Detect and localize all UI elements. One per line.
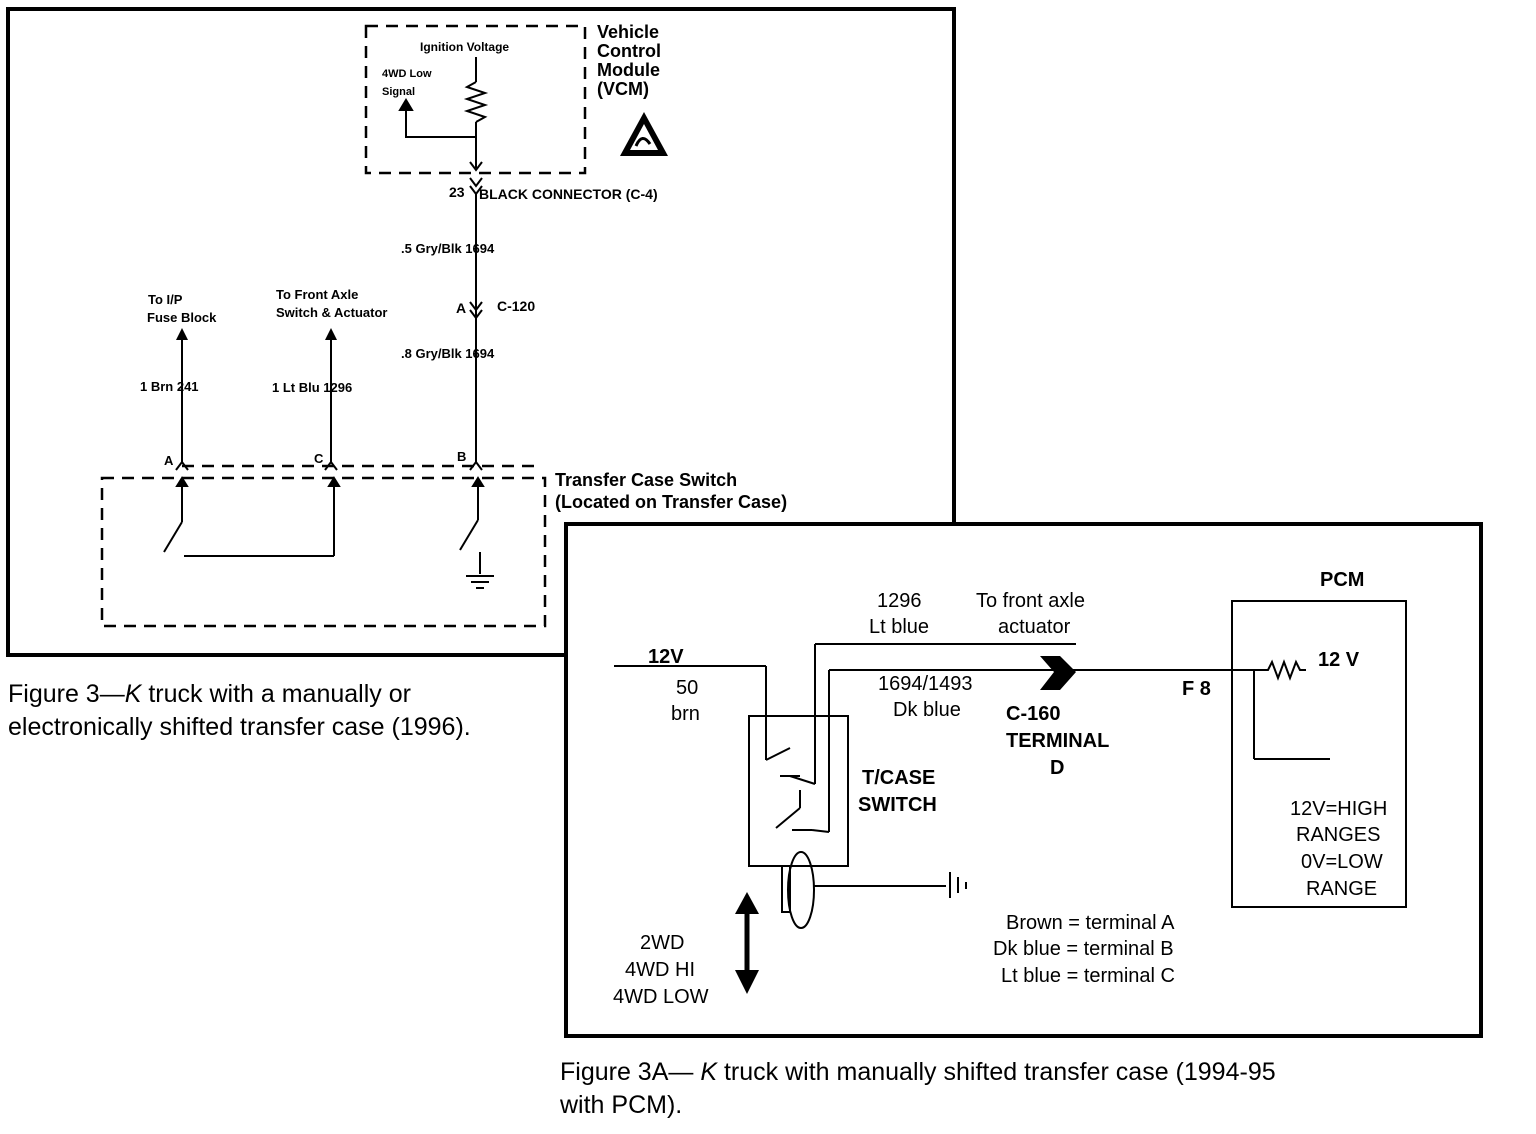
terminal-c-label: C	[314, 451, 324, 466]
figure-3a-caption-text: truck with manually shifted transfer cas…	[560, 1058, 1276, 1119]
c160-terminal-d-label: D	[1050, 757, 1064, 779]
to-ip-label-1: To I/P	[148, 292, 183, 307]
to-front-axle-actuator-1: To front axle	[976, 590, 1085, 612]
wire-1694-mid-label: .8 Gry/Blk 1694	[401, 346, 495, 361]
ground-symbol	[466, 575, 494, 589]
figure-3a-caption: Figure 3A— K truck with manually shifted…	[560, 1056, 1320, 1122]
transfer-case-switch-box	[100, 476, 547, 628]
figure-3-caption: Figure 3—K truck with a manually or elec…	[8, 678, 528, 744]
vcm-title-3: Module	[597, 60, 660, 80]
wire-50-label: 50	[676, 677, 698, 699]
wire-1694-top-label: .5 Gry/Blk 1694	[401, 241, 495, 256]
wire-1296-number: 1296	[877, 590, 922, 612]
transfer-case-switch-contacts	[163, 476, 485, 574]
switch-terminal-symbols	[175, 460, 483, 471]
pcm-box	[1231, 600, 1407, 908]
wire-50-color-label: brn	[671, 703, 700, 725]
pcm-title: PCM	[1320, 569, 1364, 591]
vcm-title-2: Control	[597, 41, 661, 61]
vcm-signal-label-1: 4WD Low	[382, 68, 432, 80]
to-front-axle-label-2: Switch & Actuator	[276, 305, 387, 320]
terminal-a-label: A	[164, 453, 174, 468]
to-ip-label-2: Fuse Block	[147, 310, 217, 325]
pcm-12v-label: 12 V	[1318, 649, 1360, 671]
mode-4wd-low-label: 4WD LOW	[613, 986, 709, 1008]
figure-3-caption-model: K	[124, 680, 142, 708]
transfer-case-switch-label-1: Transfer Case Switch	[555, 470, 737, 490]
c160-label: C-160	[1006, 703, 1060, 725]
legend-brown: Brown = terminal A	[1006, 912, 1175, 934]
pcm-ranges-3: 0V=LOW	[1301, 851, 1383, 873]
figure-3-caption-prefix: Figure 3—	[8, 680, 125, 708]
shift-shaft	[781, 851, 967, 929]
legend-lt-blue: Lt blue = terminal C	[1001, 965, 1175, 987]
mode-2wd-label: 2WD	[640, 932, 684, 954]
wire-1694-color: Dk blue	[893, 699, 961, 721]
vcm-box	[364, 24, 587, 175]
c160-connector-symbol	[1040, 656, 1076, 690]
figure-3a-frame	[564, 522, 1483, 1038]
figure-3: Ignition Voltage 4WD Low Signal Vehicle …	[6, 7, 956, 657]
figure-3-frame	[6, 7, 956, 657]
vcm-title-4: (VCM)	[597, 79, 649, 99]
terminal-b-label: B	[457, 449, 466, 464]
c160-terminal-label: TERMINAL	[1006, 730, 1109, 752]
pcm-ranges-2: RANGES	[1296, 824, 1380, 846]
c120-pin-label: A	[456, 300, 466, 316]
tcase-label-2: SWITCH	[858, 794, 937, 816]
tcase-switch-box	[748, 715, 849, 867]
12v-label: 12V	[648, 646, 684, 668]
esd-warning-icon	[620, 112, 668, 156]
shift-direction-arrow	[735, 892, 759, 994]
ignition-voltage-label: Ignition Voltage	[420, 40, 509, 54]
transfer-case-switch-label-2: (Located on Transfer Case)	[555, 492, 787, 512]
tcase-label-1: T/CASE	[862, 767, 935, 789]
wire-1296-color: Lt blue	[869, 616, 929, 638]
to-front-axle-actuator-2: actuator	[998, 616, 1071, 638]
figure-3-caption-text: truck with a manually or electronically …	[8, 680, 471, 741]
tcase-switch-contacts	[765, 747, 830, 833]
black-connector-label: BLACK CONNECTOR (C-4)	[479, 186, 658, 202]
wire-1296-label: 1 Lt Blu 1296	[272, 380, 352, 395]
pin-23-label: 23	[449, 184, 465, 200]
wire-241-arrow	[176, 328, 188, 340]
pcm-pullup-resistor	[1253, 659, 1330, 760]
figure-3a-caption-prefix: Figure 3A—	[560, 1058, 701, 1086]
vcm-signal-label-2: Signal	[382, 86, 415, 98]
c120-connector-symbol	[469, 301, 483, 320]
pcm-ranges-4: RANGE	[1306, 878, 1377, 900]
c120-label: C-120	[497, 298, 535, 314]
vcm-title-1: Vehicle	[597, 22, 659, 42]
pcm-ranges-1: 12V=HIGH	[1290, 798, 1387, 820]
figure-3a-caption-model: K	[700, 1058, 718, 1086]
to-front-axle-label-1: To Front Axle	[276, 287, 358, 302]
wire-241-label: 1 Brn 241	[140, 379, 199, 394]
legend-dk-blue: Dk blue = terminal B	[993, 938, 1174, 960]
mode-4wd-hi-label: 4WD HI	[625, 959, 695, 981]
figure-3a: 12V 50 brn 1296 Lt blue To front axle ac…	[564, 522, 1483, 1038]
wire-1694-number: 1694/1493	[878, 673, 973, 695]
vcm-pullup-resistor	[398, 57, 489, 172]
pin-f8-label: F 8	[1182, 678, 1211, 700]
wire-1296-arrow	[325, 328, 337, 340]
